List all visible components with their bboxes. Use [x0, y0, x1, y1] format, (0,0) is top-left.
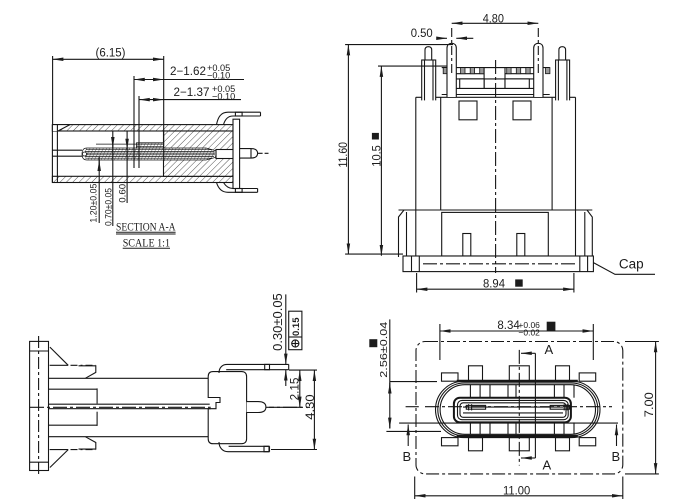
svg-text:−0.10: −0.10	[212, 91, 235, 101]
svg-text:4.30: 4.30	[305, 394, 317, 419]
svg-text:10.5: 10.5	[372, 145, 384, 167]
svg-text:(6.15): (6.15)	[96, 48, 126, 60]
svg-text:2−1.37: 2−1.37	[174, 87, 210, 99]
svg-text:2−1.62: 2−1.62	[170, 66, 206, 78]
svg-text:+0.06: +0.06	[518, 320, 540, 330]
svg-text:0.50: 0.50	[411, 28, 433, 40]
svg-text:0.15: 0.15	[291, 317, 302, 336]
svg-text:11.60: 11.60	[338, 142, 350, 168]
svg-text:1.20±0.05: 1.20±0.05	[89, 184, 99, 223]
svg-text:−0.10: −0.10	[207, 70, 230, 80]
svg-text:A: A	[545, 342, 554, 357]
svg-text:SCALE 1:1: SCALE 1:1	[123, 236, 170, 250]
svg-text:8.94: 8.94	[483, 279, 506, 291]
svg-text:B: B	[612, 449, 621, 464]
svg-text:0.70±0.05: 0.70±0.05	[104, 188, 114, 226]
svg-text:A: A	[543, 458, 552, 473]
svg-text:7.00: 7.00	[644, 392, 656, 417]
svg-text:+0.05: +0.05	[212, 84, 235, 94]
svg-text:Cap: Cap	[619, 257, 644, 272]
svg-text:2.56±0.04: 2.56±0.04	[378, 322, 390, 378]
svg-text:8.34: 8.34	[497, 320, 520, 332]
svg-text:2.15: 2.15	[290, 378, 302, 401]
svg-text:+0.05: +0.05	[207, 63, 230, 73]
svg-text:11.00: 11.00	[503, 486, 530, 498]
svg-text:0.60: 0.60	[118, 184, 128, 203]
svg-text:B: B	[403, 449, 412, 464]
svg-text:−0.02: −0.02	[518, 327, 540, 337]
svg-text:SECTION A-A: SECTION A-A	[116, 220, 176, 234]
svg-text:0.30±0.05: 0.30±0.05	[271, 293, 285, 351]
svg-text:4.80: 4.80	[483, 14, 504, 26]
